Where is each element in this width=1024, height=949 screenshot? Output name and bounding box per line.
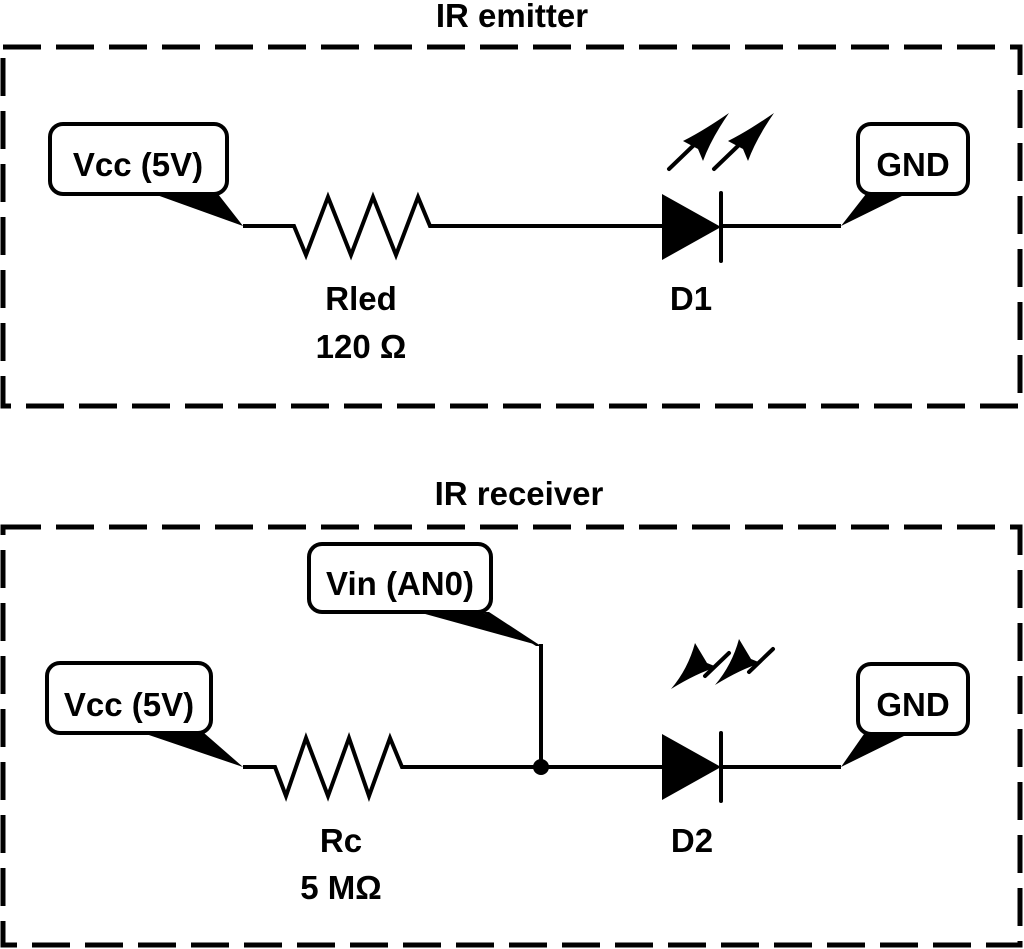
receiver-vin-tag: Vin (AN0) <box>307 542 541 646</box>
receiver-vin-label: Vin (AN0) <box>326 565 474 602</box>
emitter-vcc-label: Vcc (5V) <box>73 146 203 183</box>
receiver-resistor-name: Rc <box>320 822 362 859</box>
emitter-vcc-tag: Vcc (5V) <box>48 122 243 226</box>
receiver-section: IR receiver Vin (AN0) Vcc (5V) Rc 5 MΩ <box>0 475 1023 948</box>
emitter-gnd-tag: GND <box>841 122 970 226</box>
receiver-gnd-tag: GND <box>841 662 970 767</box>
emitter-gnd-pointer <box>841 194 906 226</box>
light-receive-arrow-icon <box>713 637 775 687</box>
receiver-vin-pointer <box>418 612 541 646</box>
emitter-resistor-value: 120 Ω <box>316 328 407 365</box>
receiver-resistor-value: 5 MΩ <box>300 869 381 906</box>
emitter-title: IR emitter <box>436 0 588 34</box>
emitter-vcc-pointer <box>154 194 243 226</box>
receiver-vcc-label: Vcc (5V) <box>64 686 194 723</box>
receiver-frame <box>0 524 1023 948</box>
light-receive-arrow-icon <box>669 641 731 691</box>
diode-triangle-icon <box>662 734 721 800</box>
receiver-vcc-pointer <box>143 733 243 767</box>
receiver-diode-name: D2 <box>671 822 713 859</box>
emitter-diode-name: D1 <box>670 280 712 317</box>
receiver-photodiode-d2 <box>662 637 775 803</box>
junction-dot <box>533 759 549 775</box>
emitter-gnd-label: GND <box>876 146 949 183</box>
emitter-vcc-box <box>48 122 229 196</box>
receiver-vin-box <box>307 542 493 614</box>
emitter-section: IR emitter Vcc (5V) Rled 120 Ω D1 GND <box>0 0 1023 409</box>
receiver-resistor <box>243 731 664 803</box>
emitter-resistor-name: Rled <box>325 280 397 317</box>
emitter-gnd-box <box>856 122 970 196</box>
receiver-gnd-pointer <box>841 734 908 767</box>
receiver-vcc-box <box>45 661 213 735</box>
emitter-resistor <box>243 191 664 261</box>
emitter-led-d1 <box>662 111 776 263</box>
emitter-frame <box>0 44 1023 409</box>
receiver-gnd-label: GND <box>876 686 949 723</box>
receiver-gnd-box <box>856 662 970 736</box>
receiver-vcc-tag: Vcc (5V) <box>45 661 243 767</box>
receiver-title: IR receiver <box>435 475 604 512</box>
diode-triangle-icon <box>662 194 721 260</box>
